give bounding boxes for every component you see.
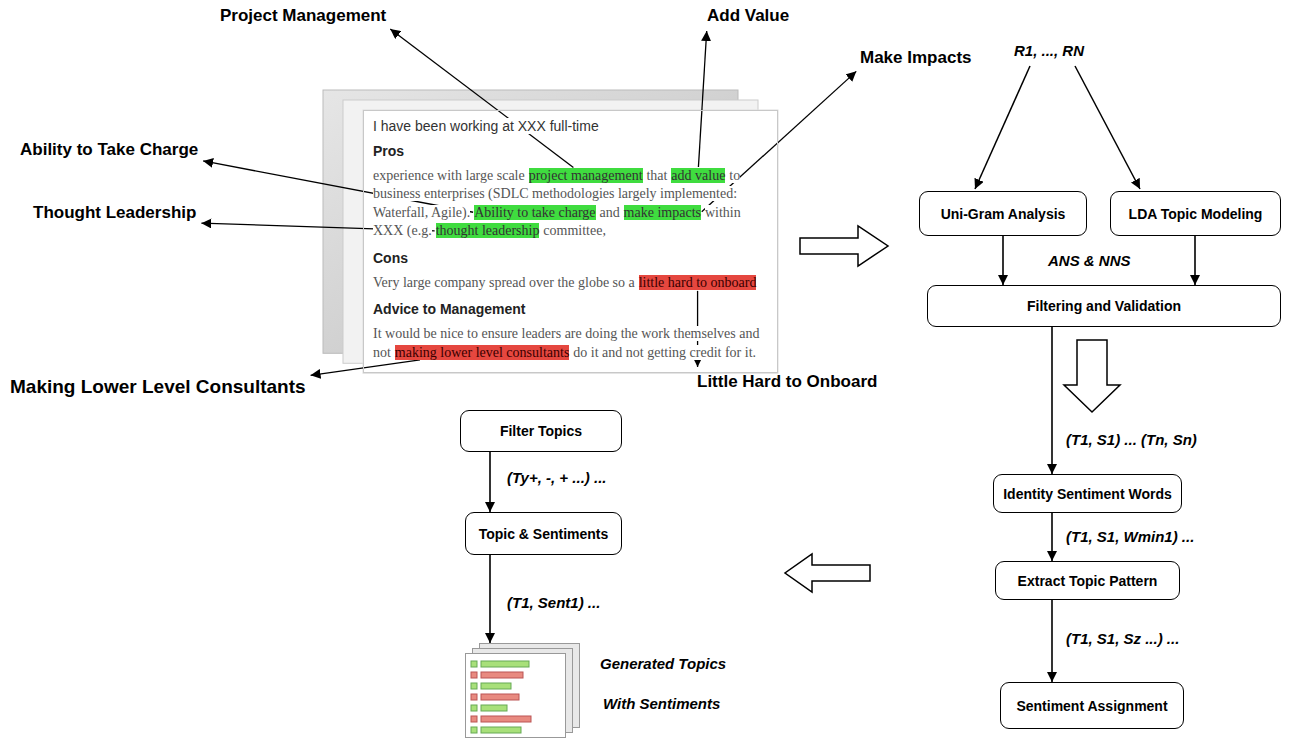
topic-swatch: [471, 672, 477, 678]
review-text: Pros: [373, 143, 404, 159]
flow-connector: [1051, 327, 1053, 474]
callout-label: Make Impacts: [860, 48, 972, 68]
figure-caption: Generated Topics: [600, 655, 726, 672]
topic-swatch: [471, 705, 477, 711]
positive-highlight: add value: [671, 168, 725, 183]
box-label: Sentiment Assignment: [1016, 698, 1167, 714]
process-box: Filtering and Validation: [927, 285, 1281, 327]
flow-connector: [1051, 600, 1053, 682]
sentiment-bar: [481, 727, 521, 733]
page: [466, 654, 566, 738]
process-box: Extract Topic Pattern: [995, 561, 1180, 600]
topic-swatch: [471, 683, 477, 689]
review-text: Advice to Management: [373, 301, 525, 317]
sentiment-bar: [481, 661, 529, 667]
callout-label: Project Management: [220, 6, 386, 26]
process-box: Filter Topics: [460, 410, 622, 452]
positive-highlight: make impacts: [624, 205, 701, 220]
review-paragraph: It would be nice to ensure leaders are d…: [373, 325, 768, 362]
negative-highlight: making lower level consultants: [395, 345, 570, 360]
hollow-arrow: [1064, 340, 1120, 412]
sentiment-bar: [481, 672, 523, 678]
figure-caption: With Sentiments: [603, 695, 720, 712]
positive-highlight: Ability to take charge: [474, 205, 595, 220]
topic-swatch: [471, 716, 477, 722]
flow-connector: [1194, 236, 1196, 285]
flow-label: R1, ..., RN: [1012, 42, 1086, 59]
box-label: Extract Topic Pattern: [1018, 573, 1158, 589]
review-text: that: [646, 168, 667, 183]
sentiment-bar: [481, 694, 519, 700]
box-label: Filter Topics: [500, 423, 582, 439]
leader-arrow: [390, 29, 573, 167]
box-label: LDA Topic Modeling: [1129, 206, 1263, 222]
edge-label: (T1, Sent1) ...: [505, 594, 602, 611]
hollow-arrow: [785, 554, 870, 592]
sentiment-bar: [481, 683, 511, 689]
split-arrow: [1075, 66, 1140, 189]
review-text: Very large company spread over the globe…: [373, 275, 635, 290]
box-label: Filtering and Validation: [1027, 298, 1181, 314]
box-label: Topic & Sentiments: [479, 526, 609, 542]
process-box: Topic & Sentiments: [465, 512, 622, 555]
edge-label: (T1, S1, Wmin1) ...: [1064, 528, 1196, 545]
section-heading: Advice to Management: [373, 301, 768, 317]
section-heading: Cons: [373, 250, 768, 266]
hollow-arrow: [800, 226, 888, 266]
review-text: Cons: [373, 250, 408, 266]
review-paragraph: I have been working at XXX full-time: [373, 118, 768, 134]
positive-highlight: project management: [529, 168, 643, 183]
review-text: committee,: [543, 223, 606, 238]
callout-label: Making Lower Level Consultants: [10, 376, 306, 398]
sentiment-bar: [481, 705, 507, 711]
flow-connector: [1051, 513, 1053, 561]
sentiment-bar: [481, 716, 531, 722]
review-paragraph: Very large company spread over the globe…: [373, 274, 768, 292]
box-label: Identity Sentiment Words: [1003, 486, 1172, 502]
review-page: I have been working at XXX full-timePros…: [363, 110, 778, 373]
topic-swatch: [471, 694, 477, 700]
callout-label: Thought Leadership: [33, 203, 196, 223]
generated-topics-figure: Generated TopicsWith Sentiments: [465, 643, 583, 739]
leader-arrow: [698, 31, 706, 167]
process-box: Sentiment Assignment: [1000, 682, 1184, 729]
split-arrow: [975, 66, 1030, 189]
callout-label: Ability to Take Charge: [20, 140, 198, 160]
process-box: Uni-Gram Analysis: [919, 191, 1087, 236]
review-paragraph: experience with large scale project manag…: [373, 167, 768, 241]
front-page: [363, 110, 778, 373]
review-text: do it and not getting credit for it.: [573, 345, 756, 360]
callout-label: Little Hard to Onboard: [697, 372, 877, 392]
topic-chart-pages: [465, 643, 583, 739]
edge-label: (Ty+, -, + ...) ...: [505, 469, 608, 486]
review-text: experience with large scale: [373, 168, 525, 183]
topic-swatch: [471, 661, 477, 667]
flow-connector: [1002, 236, 1004, 285]
callout-label: Add Value: [707, 6, 789, 26]
review-text: I have been working at XXX full-time: [373, 118, 599, 134]
process-box: Identity Sentiment Words: [993, 474, 1182, 513]
flow-connector: [489, 452, 491, 512]
box-label: Uni-Gram Analysis: [941, 206, 1066, 222]
flow-label: ANS & NNS: [1046, 252, 1133, 269]
positive-highlight: thought leadership: [436, 223, 540, 238]
negative-highlight: little hard to onboard: [639, 275, 757, 290]
edge-label: (T1, S1, Sz ...) ...: [1064, 630, 1181, 647]
process-box: LDA Topic Modeling: [1110, 191, 1281, 236]
section-heading: Pros: [373, 143, 768, 159]
review-text: and: [599, 205, 619, 220]
flow-connector: [489, 555, 491, 643]
edge-label: (T1, S1) ... (Tn, Sn): [1064, 431, 1199, 448]
topic-swatch: [471, 727, 477, 733]
